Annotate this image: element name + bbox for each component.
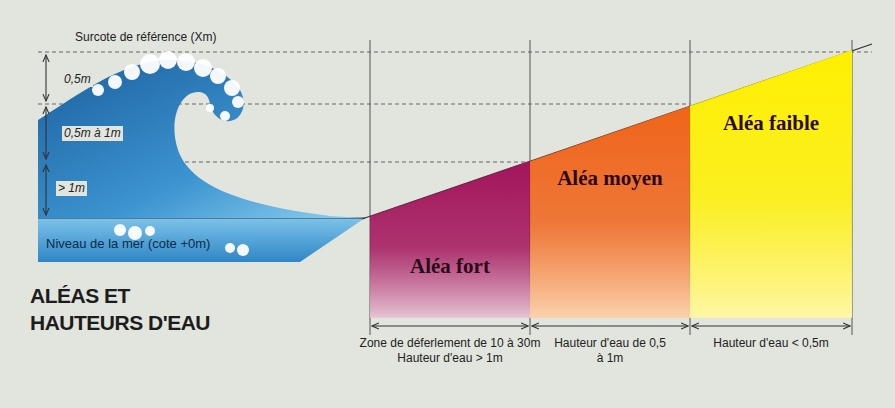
hazard-label: Aléa fort xyxy=(374,255,526,277)
high-hazard-zone: Aléa fort xyxy=(370,161,530,318)
sea-level-label: Niveau de la mer (cote +0m) xyxy=(46,236,210,252)
water-height-label: Hauteur d'eau < 0,5m xyxy=(713,336,828,351)
zone-shape xyxy=(530,106,690,318)
water-height-label: Hauteur d'eau > 1m xyxy=(397,351,502,366)
height-dimension xyxy=(45,55,46,215)
reference-level-label: Surcote de référence (Xm) xyxy=(75,30,216,45)
height-label: 0,5m à 1m xyxy=(62,126,123,141)
low-hazard-zone: Aléa faible xyxy=(690,50,852,318)
water-height-label: Hauteur d'eau de 0,5 à 1m xyxy=(550,336,670,366)
zone-dimension xyxy=(372,325,850,326)
medium-hazard-zone: Aléa moyen xyxy=(530,106,690,318)
hazard-label: Aléa faible xyxy=(694,112,848,134)
diagram-title: ALÉAS ET HAUTEURS D'EAU xyxy=(30,282,230,337)
zone-shape xyxy=(370,161,530,318)
zone-separator xyxy=(370,40,852,335)
wave-foam xyxy=(92,51,249,256)
zone-width-label: Zone de déferlement de 10 à 30m xyxy=(360,336,541,351)
hazard-label: Aléa moyen xyxy=(534,167,686,189)
zone-shape xyxy=(690,50,852,318)
height-label: 0,5m xyxy=(62,72,93,87)
sea-strip xyxy=(38,218,365,262)
wave xyxy=(38,60,365,218)
height-label: > 1m xyxy=(56,181,87,196)
